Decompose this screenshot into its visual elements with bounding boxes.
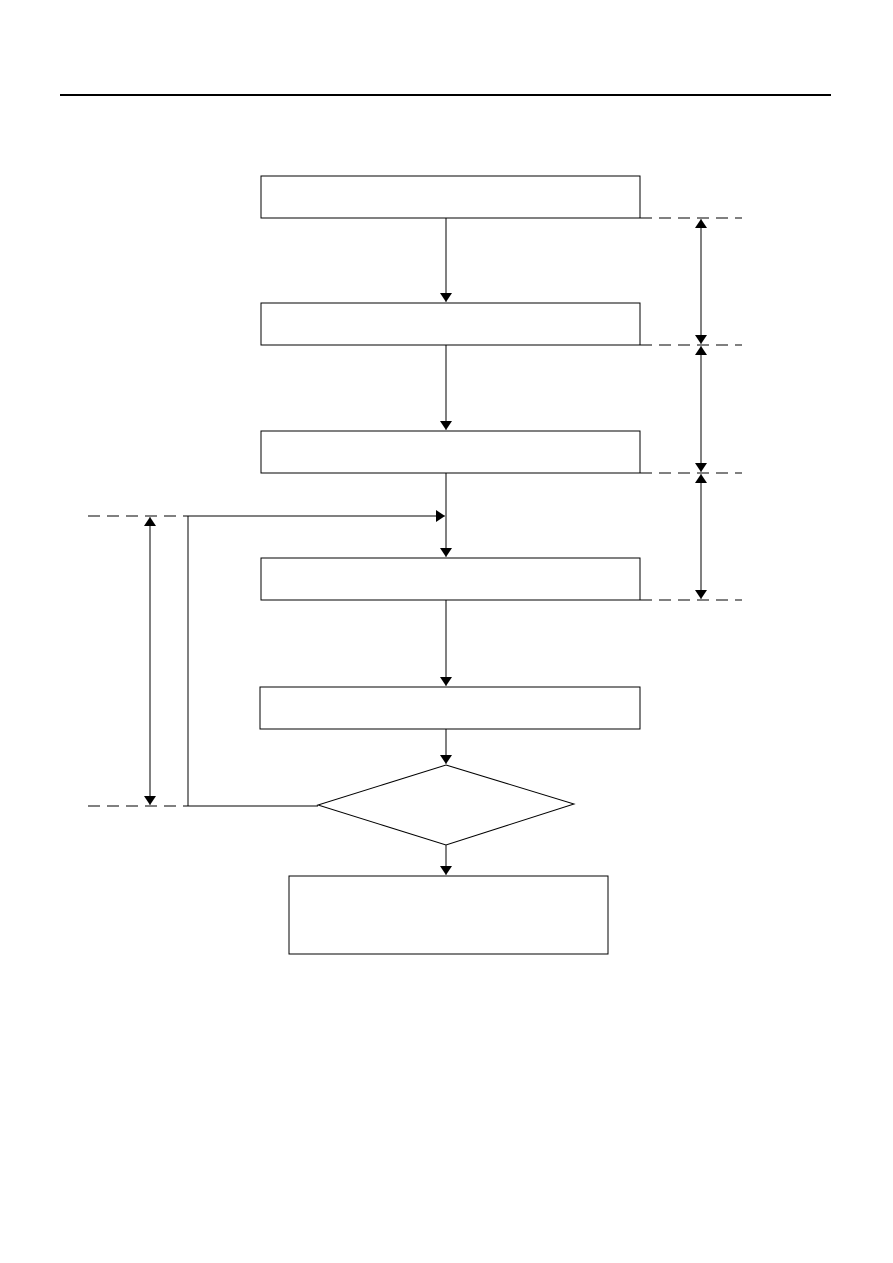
step-box-5 — [259, 686, 641, 730]
step-box-1 — [260, 175, 641, 219]
terminal-box — [288, 875, 609, 955]
step-box-3 — [260, 430, 641, 474]
loop-back-arrow — [187, 510, 445, 807]
step-box-4 — [260, 557, 641, 601]
decision-diamond — [316, 764, 576, 846]
step-box-2 — [260, 302, 641, 346]
